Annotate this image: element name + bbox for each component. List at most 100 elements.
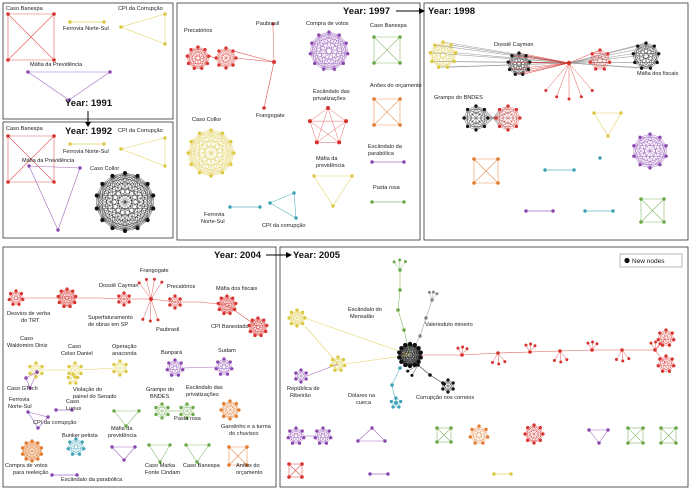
p3-compra-edge xyxy=(310,31,330,54)
p5-sudam-edge xyxy=(182,366,217,369)
p3-compra-edge xyxy=(311,43,315,64)
p6-mensalao-core-edge xyxy=(409,348,419,367)
p5-paubrasil-node xyxy=(148,319,152,323)
p4-purple-node xyxy=(632,154,636,158)
panel-2005 xyxy=(279,246,689,488)
p5-sudam-edge xyxy=(223,358,232,369)
p5-compra-edge xyxy=(26,442,42,449)
p3-precatorios-node xyxy=(203,47,207,52)
p3-precatorios-edge xyxy=(194,63,208,69)
p6-iso-orange-edge xyxy=(470,429,487,438)
p5-paubrasil-edge xyxy=(142,298,152,320)
p4-red-cluster-edge xyxy=(599,49,605,70)
p2-collor-node xyxy=(94,206,99,211)
p5-mafia-node xyxy=(234,301,238,306)
p5-cpi-node xyxy=(36,426,40,430)
p6-iso-orange-edge xyxy=(478,425,488,438)
p5-mafia-edge xyxy=(232,298,236,310)
p3-precatorios-b-node xyxy=(214,56,218,60)
p5-desvios-node xyxy=(7,297,11,302)
p4-purple-node xyxy=(648,166,652,170)
label-2004-anoes-1: Anões do xyxy=(236,463,260,469)
p6-red-branch-edge xyxy=(621,349,624,361)
p6-iso-orange-edge xyxy=(478,425,484,444)
p3-collor-edge xyxy=(190,141,200,173)
p5-banpara-node xyxy=(173,358,177,362)
p3-collor-edge xyxy=(190,133,200,165)
p6-red-branch-node xyxy=(533,344,537,348)
p5-anoes-node xyxy=(245,463,249,467)
p5-bunker-node xyxy=(80,440,84,444)
p3-paubrasil-node xyxy=(272,60,276,64)
p6-mensalao-core-edge xyxy=(399,352,415,366)
p4-purple-node xyxy=(638,163,642,167)
p3-collor-edge xyxy=(199,141,232,174)
p3-compra-node xyxy=(313,61,317,66)
p5-dossie-a-node xyxy=(59,289,63,293)
label-2004-grampo-2: BNDES xyxy=(150,394,170,400)
p6-red-spine-edge xyxy=(529,350,561,353)
p6-red-node xyxy=(528,350,532,354)
p5-anoes-node xyxy=(245,445,249,449)
p2-collor-edge xyxy=(102,219,113,229)
p4-grampo-red-node xyxy=(497,124,502,129)
p2-collor-edge xyxy=(102,219,138,229)
label-2004-precatorios: Precatórios xyxy=(167,284,195,290)
p5-banpara-edge xyxy=(168,362,183,370)
p5-bunker-node xyxy=(68,440,72,444)
p6-red-end1-node xyxy=(667,343,672,347)
p4-mafia-fiscais-edge xyxy=(641,45,655,69)
p3-collor-edge xyxy=(190,164,200,174)
p3-precatorios-b-node xyxy=(231,63,235,67)
p5-dossie-a-node xyxy=(71,289,75,293)
p6-iso-orange-edge xyxy=(482,429,487,444)
p5-dossie-a-edge xyxy=(66,288,77,297)
p5-grampo-b-node xyxy=(185,416,189,420)
p5-desvios-edge xyxy=(12,290,17,305)
p6-iso-red-node xyxy=(538,426,542,430)
p6-red-end1-node xyxy=(664,328,668,332)
p4-purple-node xyxy=(658,163,662,167)
p3-collor-edge xyxy=(187,152,231,165)
p6-yellow-b-node xyxy=(343,363,347,368)
p3-frangogate-edge xyxy=(263,61,275,109)
p5-banpara-edge xyxy=(171,362,182,376)
label-1998-grampo: Grampo do BNDES xyxy=(434,95,483,101)
p3-collor-edge xyxy=(190,132,200,142)
p6-red-end2-edge xyxy=(658,358,673,366)
p3-compra-edge xyxy=(309,43,312,54)
p4-mafia-fiscais-edge xyxy=(637,45,651,69)
label-1997-precatorios: Precatórios xyxy=(184,28,212,34)
p3-cpi-node xyxy=(292,191,296,195)
p4-purple-edge xyxy=(633,145,651,169)
p6-yellow-a-node xyxy=(303,316,307,320)
label-2004-superfat-2: de obras em SP xyxy=(88,322,128,328)
p5-marka-edge xyxy=(148,444,161,463)
p5-spine-edge xyxy=(99,297,125,300)
p5-dossie-a-node xyxy=(74,294,78,299)
p2-ferrovia-node xyxy=(68,142,72,146)
p6-mensalao-core-edge xyxy=(401,343,411,362)
p5-banpara-edge xyxy=(167,369,179,376)
p6-red-branch-node xyxy=(658,342,662,346)
p4-square-node xyxy=(472,157,476,161)
p6-iso-pair2-node xyxy=(492,472,496,476)
p6-iso-red-node xyxy=(541,432,545,436)
p6-dolares-node xyxy=(391,405,395,409)
p5-grampo-a-node xyxy=(154,405,158,410)
year-2004-title: Year: 2004 xyxy=(214,250,262,261)
p6-mensalao-core-edge xyxy=(409,343,419,362)
p5-mafia-edge xyxy=(217,303,225,314)
p6-mensalao-core-node xyxy=(397,350,402,355)
p5-banestado-edge xyxy=(249,325,266,332)
p2-mafia-edge xyxy=(28,165,59,231)
p4-mafia-fiscais-edge xyxy=(637,45,659,54)
p6-iso-purple-b-edge xyxy=(316,430,327,444)
label-2004-compra-2: para reeleição xyxy=(13,470,48,476)
label-1998-dossie: Dossiê Cayman xyxy=(494,42,533,48)
p4-pair2-node xyxy=(524,209,528,213)
p5-banpara-edge xyxy=(168,362,172,376)
p4-red-cluster-edge xyxy=(604,53,609,70)
p4-purple-node xyxy=(664,144,668,148)
p5-desvios-edge xyxy=(8,290,17,300)
